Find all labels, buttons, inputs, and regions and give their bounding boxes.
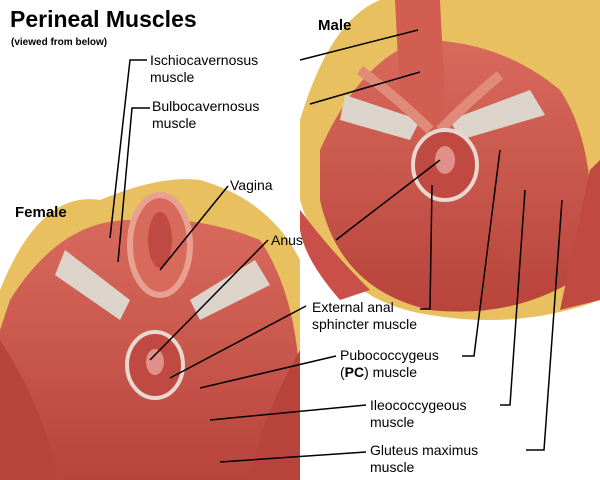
male-perineum-illustration <box>300 0 600 320</box>
leader-lines <box>109 29 563 463</box>
male-label: Male <box>318 17 352 34</box>
female-perineum-illustration <box>0 179 300 480</box>
label-anus: Anus <box>271 232 303 248</box>
page-title: Perineal Muscles <box>10 6 197 32</box>
label-vagina: Vagina <box>230 177 273 193</box>
subtitle: (viewed from below) <box>11 37 108 48</box>
label-pubococcygeus: Pubococcygeus(PC) muscle <box>340 347 439 380</box>
female-label: Female <box>15 204 67 221</box>
